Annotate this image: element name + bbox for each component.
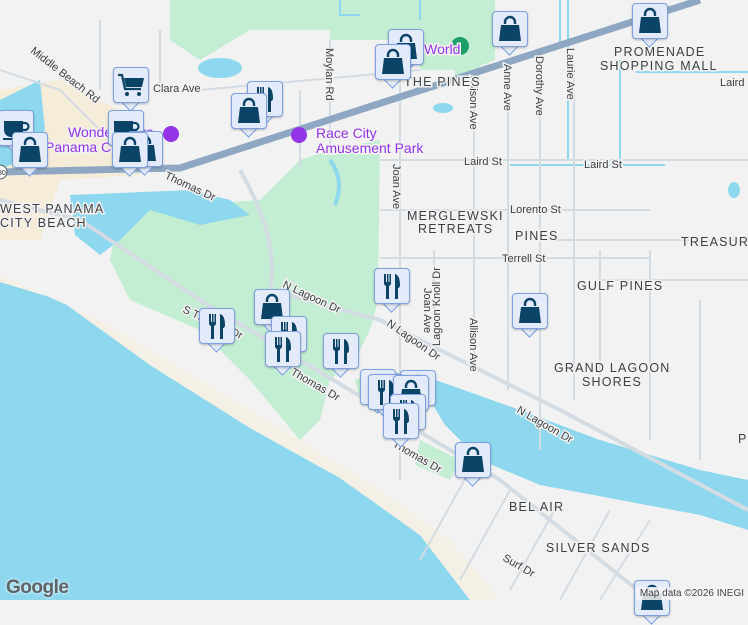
shopping-marker[interactable] [112,132,148,177]
road-label: Allison Ave [467,318,479,372]
shopping-marker[interactable] [12,132,48,177]
google-logo: Google [6,577,69,598]
svg-text:GRAND LAGOON: GRAND LAGOON [554,361,671,375]
road-label: Laurie Ave [564,48,576,100]
highway [0,0,702,176]
svg-text:GULF PINES: GULF PINES [577,279,663,293]
svg-text:TREASURE: TREASURE [681,235,748,249]
road-label: Laird St [464,156,502,168]
road-label: Anne Ave [501,64,513,111]
area-labels: WEST PANAMA CITY BEACH THE PINES PROMENA… [0,44,748,557]
road-label: Laird St [584,159,622,171]
road-label: Joan Ave [390,164,402,209]
road-label: Joan Ave [421,288,433,333]
fork-knife-icon [377,271,407,301]
shopping-marker[interactable] [231,93,267,138]
road-label: Clara Ave [153,83,201,95]
fork-knife-icon [268,334,298,364]
shopping-bag-icon [515,296,545,326]
svg-text:PINES: PINES [515,229,559,243]
svg-text:Amusement Park: Amusement Park [316,140,424,156]
shopping-marker[interactable] [632,3,668,48]
water-bodies [0,0,748,600]
shopping-bag-icon [15,135,45,165]
svg-text:Race City: Race City [316,125,377,141]
svg-text:SILVER SANDS: SILVER SANDS [546,541,650,555]
restaurant-marker[interactable] [199,308,235,353]
fork-knife-icon [202,311,232,341]
shopping-marker[interactable] [375,44,411,89]
svg-text:SHOPPING MALL: SHOPPING MALL [600,59,718,73]
poi-race-city[interactable]: Race City Amusement Park [291,124,426,158]
amusement-icon [291,127,307,143]
route-shield: 30 [0,164,8,180]
restaurant-marker[interactable] [374,268,410,313]
grocery-marker[interactable] [113,67,149,112]
road-label: Dorothy Ave [533,56,545,116]
shopping-bag-icon [378,47,408,77]
shopping-bag-icon [635,6,665,36]
restaurant-marker[interactable] [323,333,359,378]
road-label: Terrell St [502,253,545,265]
svg-text:MERGLEWSKI: MERGLEWSKI [407,209,504,223]
svg-text:BEL AIR: BEL AIR [509,500,564,514]
shopping-marker[interactable] [455,442,491,487]
svg-text:30: 30 [0,170,6,177]
fork-knife-icon [386,406,416,436]
road-label: Allison Ave [467,76,479,130]
svg-text:P: P [738,432,748,446]
svg-text:RETREATS: RETREATS [418,222,493,236]
svg-text:SHORES: SHORES [582,375,642,389]
restaurant-marker[interactable] [265,331,301,376]
shopping-marker[interactable] [512,293,548,338]
amusement-icon [163,126,179,142]
map-attribution[interactable]: Map data ©2026 INEGI [635,587,748,600]
svg-text:Panama City: Panama City [45,139,125,155]
fork-knife-icon [326,336,356,366]
svg-text:PROMENADE: PROMENADE [614,45,705,59]
road-label: Lagoon Knoll Dr [431,267,443,346]
shopping-bag-icon [458,445,488,475]
shopping-bag-icon [115,135,145,165]
shopping-bag-icon [234,96,264,126]
svg-text:WEST PANAMA: WEST PANAMA [0,202,104,216]
road-label: Laird St [720,77,748,89]
shopping-bag-icon [495,14,525,44]
cart-icon [116,70,146,100]
svg-text:CITY BEACH: CITY BEACH [0,216,87,230]
road-label: Lorento St [510,204,561,216]
shopping-marker[interactable] [492,11,528,56]
svg-text:THE PINES: THE PINES [404,75,481,89]
road-label: Moylan Rd [323,48,335,101]
paw-icon [451,37,469,55]
restaurant-marker[interactable] [383,403,419,448]
